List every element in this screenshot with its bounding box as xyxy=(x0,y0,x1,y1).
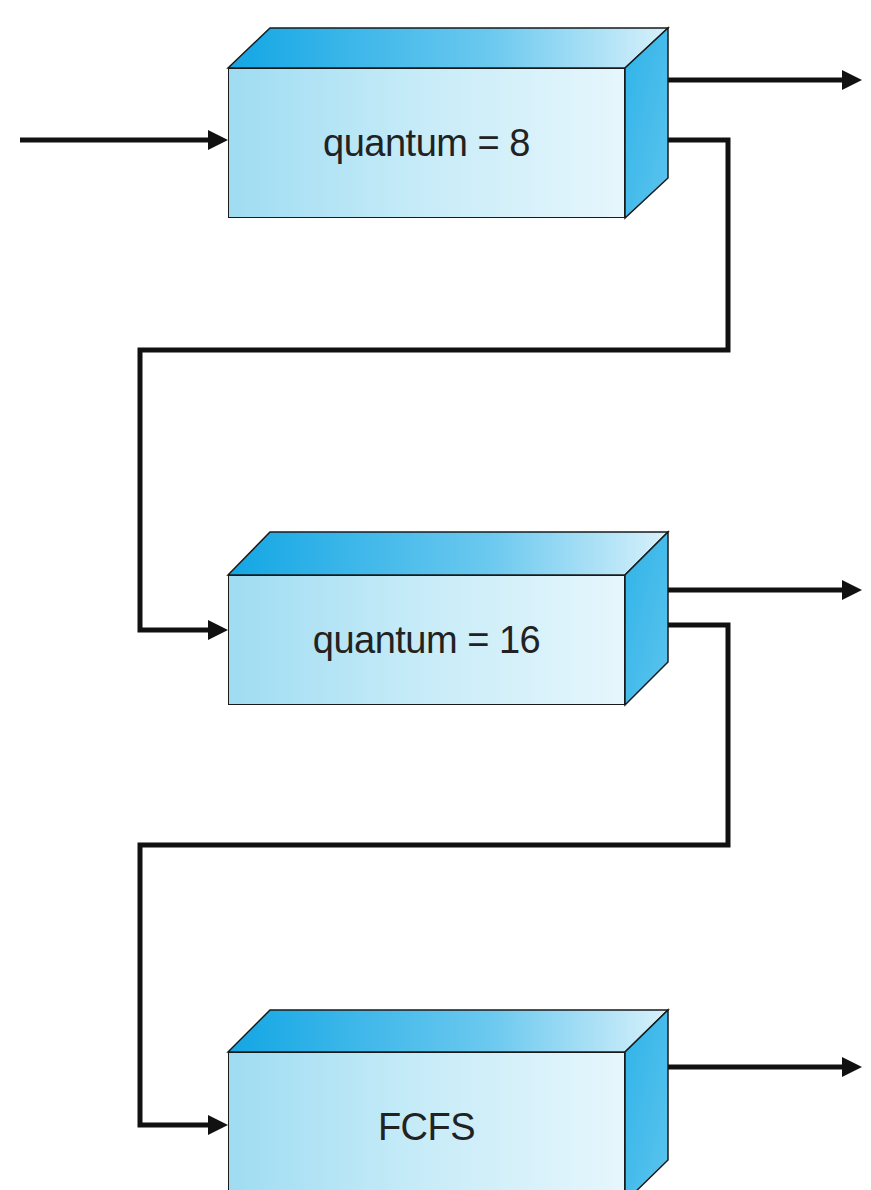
queue-box: quantum = 16 xyxy=(228,575,625,705)
cuboid-side xyxy=(625,1010,668,1190)
cuboid-top xyxy=(228,532,668,575)
cuboid-side xyxy=(625,532,668,705)
queue-label: FCFS xyxy=(378,1106,475,1149)
exit-arrow xyxy=(650,1057,862,1077)
exit-arrow xyxy=(650,580,862,600)
queue-box: FCFS xyxy=(228,1052,625,1190)
cuboid-side xyxy=(625,28,668,218)
queue-label: quantum = 8 xyxy=(323,122,530,165)
cuboid-top xyxy=(228,28,668,68)
cuboid-top xyxy=(228,1010,668,1052)
queue-label: quantum = 16 xyxy=(313,619,540,662)
incoming-arrow xyxy=(20,130,228,150)
exit-arrow xyxy=(650,70,862,90)
queue-box: quantum = 8 xyxy=(228,68,625,218)
